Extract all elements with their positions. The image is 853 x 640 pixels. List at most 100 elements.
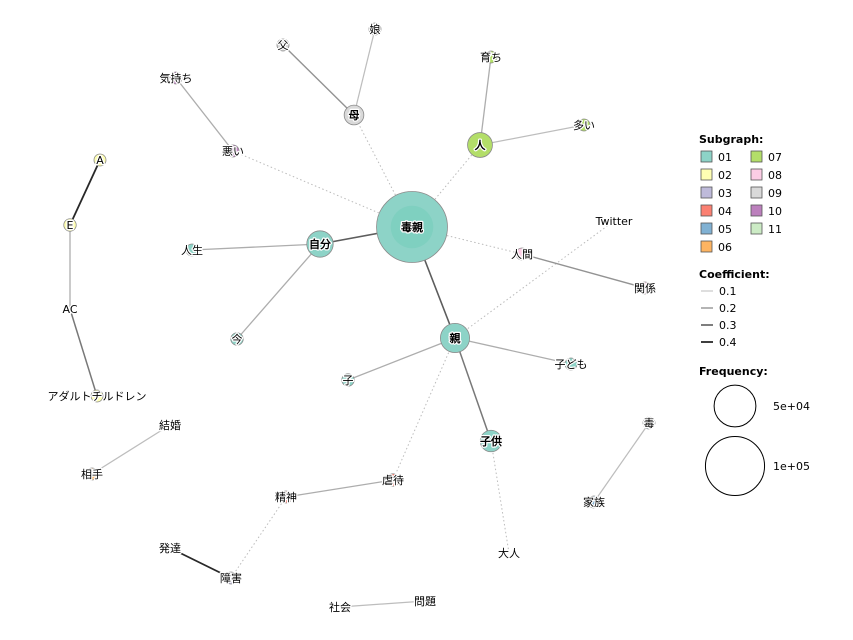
edge — [230, 496, 287, 579]
node-label: アダルトチルドレン — [48, 389, 147, 403]
node-circle — [276, 38, 290, 52]
node-label: 子供 — [480, 434, 502, 448]
node-label: E — [67, 219, 74, 232]
legend-swatch — [700, 186, 713, 199]
node-label: 父 — [278, 39, 289, 52]
legend-subgraph-label: 08 — [768, 169, 782, 182]
legend-swatch — [700, 150, 713, 163]
legend-swatch — [700, 204, 713, 217]
node-circle — [484, 50, 498, 64]
legend-coefficient-label: 0.4 — [719, 336, 737, 349]
node-label: 家族 — [583, 495, 605, 509]
label-layer: 毒親自分親子供人生今子子ども大人母父娘人育ち多い気持ち悪い人間関係Twitter… — [46, 21, 657, 616]
node-circle — [63, 218, 77, 232]
node-label: A — [96, 154, 104, 167]
legend-subgraph-label: 05 — [718, 223, 732, 236]
node-label: 障害 — [220, 571, 242, 585]
node-circle — [185, 243, 199, 257]
edge — [282, 44, 355, 116]
node-circle — [467, 132, 493, 158]
edge — [490, 440, 510, 554]
legend-coefficient-title: Coefficient: — [699, 268, 770, 281]
legend-frequency-list: 5e+04 1e+05 — [704, 384, 810, 497]
node-circle — [343, 104, 365, 126]
legend-swatch — [750, 186, 763, 199]
node-label: 人間 — [511, 248, 533, 261]
node-circle — [368, 22, 382, 36]
legend-coefficient-label: 0.2 — [719, 302, 737, 315]
node-circle — [479, 429, 503, 453]
legend-frequency-label: 5e+04 — [773, 400, 810, 413]
edge — [285, 479, 394, 498]
edge — [69, 159, 101, 226]
node-label: 子 — [343, 374, 354, 387]
node-label: AC — [62, 303, 77, 316]
legend-subgraph-label: 07 — [768, 151, 782, 164]
legend-subgraph-label: 06 — [718, 241, 732, 254]
legend-frequency-circle — [704, 435, 766, 497]
legend-swatch — [700, 240, 713, 253]
node-circle — [230, 332, 244, 346]
legend-swatch — [750, 204, 763, 217]
legend-coefficient-label: 0.1 — [719, 285, 737, 298]
node-label: 母 — [349, 109, 360, 122]
node-label: 問題 — [414, 595, 436, 608]
node-label: 悪い — [222, 145, 244, 158]
legend-frequency-title: Frequency: — [699, 365, 768, 378]
legend-swatch — [700, 168, 713, 181]
node-circle — [279, 490, 293, 504]
edge — [347, 337, 456, 381]
edge — [236, 243, 321, 340]
node-label: 毒親 — [401, 220, 423, 234]
node-label: 育ち — [480, 50, 502, 64]
node-circle — [93, 153, 107, 167]
node-core — [390, 205, 434, 249]
node-label: 親 — [450, 331, 461, 345]
edge — [175, 77, 234, 152]
legend-frequency-label: 1e+05 — [773, 460, 810, 473]
edge — [479, 124, 585, 146]
edge — [593, 422, 650, 503]
legend-swatch — [750, 222, 763, 235]
edge — [191, 243, 321, 251]
node-label: 自分 — [309, 237, 331, 251]
edge-layer — [69, 28, 650, 608]
node-circle — [587, 495, 601, 509]
node-label: 発達 — [159, 541, 181, 555]
edge — [69, 308, 98, 397]
node-label: 相手 — [81, 467, 103, 481]
legend-subgraph-label: 04 — [718, 205, 732, 218]
legend-swatch — [750, 168, 763, 181]
legend-subgraph-label: 01 — [718, 151, 732, 164]
legend-frequency-circle — [713, 384, 757, 428]
node-circle — [90, 389, 104, 403]
legend-subgraph-label: 03 — [718, 187, 732, 200]
node-label: 結婚 — [159, 418, 181, 432]
node-label: 関係 — [634, 282, 656, 295]
node-label: 人 — [475, 138, 487, 152]
node-circle — [515, 247, 529, 261]
edge — [339, 600, 426, 608]
node-label: 今 — [232, 332, 243, 346]
node-label: 大人 — [498, 546, 520, 560]
legend-coefficient-list: 0.10.20.30.4 — [701, 285, 737, 349]
legend-subgraph-label: 09 — [768, 187, 782, 200]
node-label: 子ども — [555, 358, 588, 371]
edge — [521, 253, 646, 289]
node-circle — [577, 118, 591, 132]
node-label: Twitter — [595, 215, 633, 228]
legend-subgraph-label: 02 — [718, 169, 732, 182]
node-circle — [226, 144, 240, 158]
node-circle — [341, 373, 355, 387]
node-circle — [306, 230, 334, 258]
node-label: 人生 — [181, 243, 203, 257]
node-label: 娘 — [370, 22, 381, 36]
legend-swatch — [750, 150, 763, 163]
legend-subgraph-label: 10 — [768, 205, 782, 218]
node-circle — [224, 571, 238, 585]
edge — [169, 547, 232, 579]
edge — [411, 144, 481, 228]
node-circle — [642, 416, 656, 430]
